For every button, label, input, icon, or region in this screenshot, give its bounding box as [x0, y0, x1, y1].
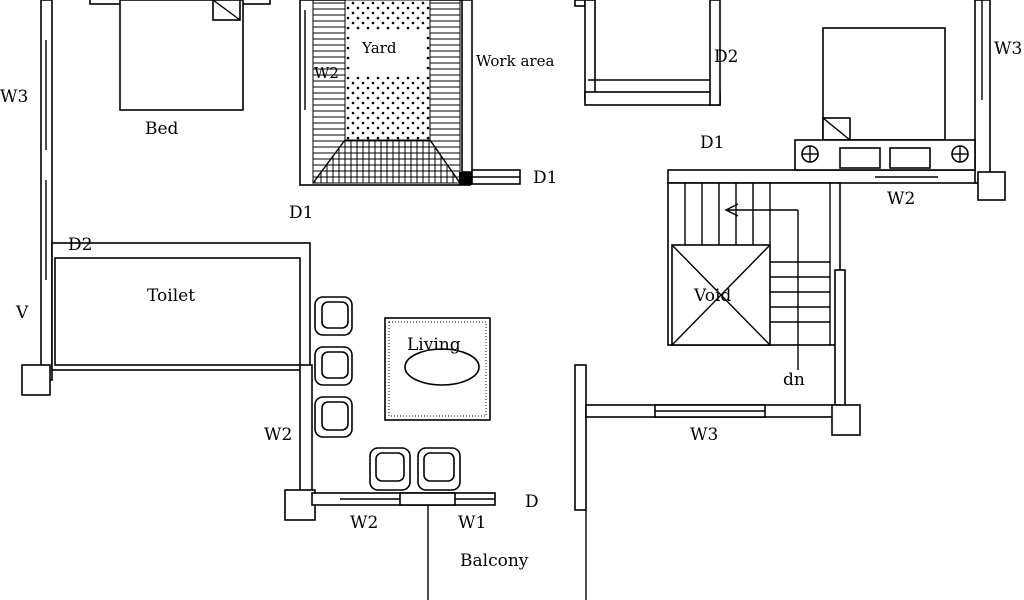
- room-label-living: Living: [407, 335, 461, 355]
- living-furniture: [314, 296, 491, 491]
- window-label: W2: [264, 425, 292, 445]
- chair: [314, 396, 353, 438]
- room-label-bed: Bed: [145, 119, 179, 139]
- room-label-yard: Yard: [361, 39, 397, 57]
- chair: [417, 447, 461, 491]
- top-room-walls: [574, 0, 721, 106]
- window-label: W3: [994, 39, 1022, 59]
- window-label: W2: [350, 513, 378, 533]
- chair: [369, 447, 411, 491]
- left-outer-wall: [21, 0, 53, 396]
- stairs-down-label: dn: [783, 370, 805, 390]
- room-label-void: Void: [693, 286, 731, 306]
- toilet-room: [51, 242, 496, 521]
- chair: [314, 296, 353, 336]
- lamp-icon: [951, 145, 969, 163]
- door-label: D1: [700, 133, 724, 153]
- door-label: D2: [714, 47, 738, 67]
- ventilator-label: V: [15, 303, 29, 323]
- room-label-work-area: Work area: [476, 52, 554, 70]
- door-label: D: [525, 492, 539, 512]
- room-label-balcony: Balcony: [460, 551, 529, 571]
- door-label: D1: [289, 203, 313, 223]
- bed-furniture: [89, 0, 271, 111]
- right-bedroom: [794, 0, 1006, 201]
- window-label: W2: [314, 64, 339, 82]
- room-label-toilet: Toilet: [147, 286, 195, 306]
- yard-area: [299, 0, 521, 186]
- window-label: W3: [690, 425, 718, 445]
- window-label: W2: [887, 189, 915, 209]
- lamp-icon: [801, 145, 819, 163]
- staircase: [574, 169, 991, 511]
- window-label: W1: [458, 513, 486, 533]
- door-label: D2: [68, 235, 92, 255]
- chair: [314, 346, 353, 386]
- door-label: D1: [533, 168, 557, 188]
- window-label: W3: [0, 87, 28, 107]
